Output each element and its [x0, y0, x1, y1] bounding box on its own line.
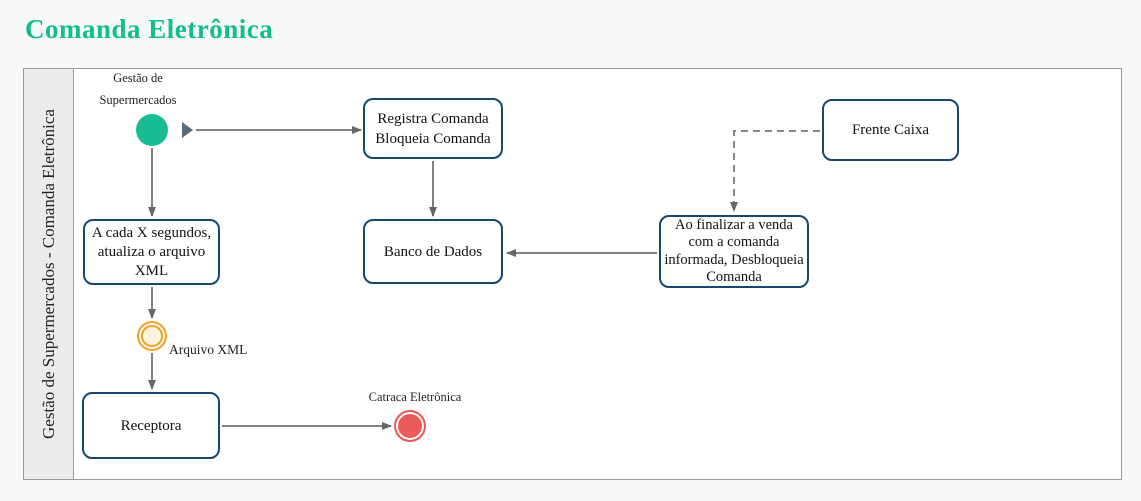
- start-event[interactable]: [136, 114, 168, 146]
- sequence-flows: [148, 122, 820, 430]
- page-title: Comanda Eletrônica: [25, 14, 274, 44]
- task-a-cada-x-segundos[interactable]: A cada X segundos, atualiza o arquivo XM…: [83, 219, 220, 285]
- swimlane-label: Gestão de Supermercados - Comanda Eletrô…: [39, 109, 58, 439]
- task-receptora[interactable]: Receptora: [82, 392, 220, 459]
- catraca-label: Catraca Eletrônica: [368, 390, 462, 404]
- task-ao-finalizar[interactable]: Ao finalizar a venda com a comanda infor…: [659, 215, 809, 288]
- arquivo-xml-label: Arquivo XML: [169, 342, 248, 357]
- task-banco-de-dados[interactable]: Banco de Dados: [363, 219, 503, 284]
- start-event-label: Gestão de Supermercados: [99, 71, 177, 107]
- process-pool: Gestão de Supermercados - Comanda Eletrô…: [23, 68, 1122, 480]
- intermediate-event-arquivo-xml[interactable]: [137, 321, 167, 351]
- task-frente-caixa[interactable]: Frente Caixa: [822, 99, 959, 161]
- flow-frentecaixa-to-aofinalizar: [730, 130, 820, 212]
- diagram-canvas[interactable]: Gestão de Supermercados Arquivo XML Catr…: [74, 69, 1122, 479]
- flow-start-marker-icon: [182, 122, 193, 138]
- end-event-catraca[interactable]: [394, 410, 426, 442]
- task-registra-comanda[interactable]: Registra Comanda Bloqueia Comanda: [363, 98, 503, 159]
- intermediate-event-inner-ring: [141, 325, 163, 347]
- swimlane-header: Gestão de Supermercados - Comanda Eletrô…: [24, 69, 74, 479]
